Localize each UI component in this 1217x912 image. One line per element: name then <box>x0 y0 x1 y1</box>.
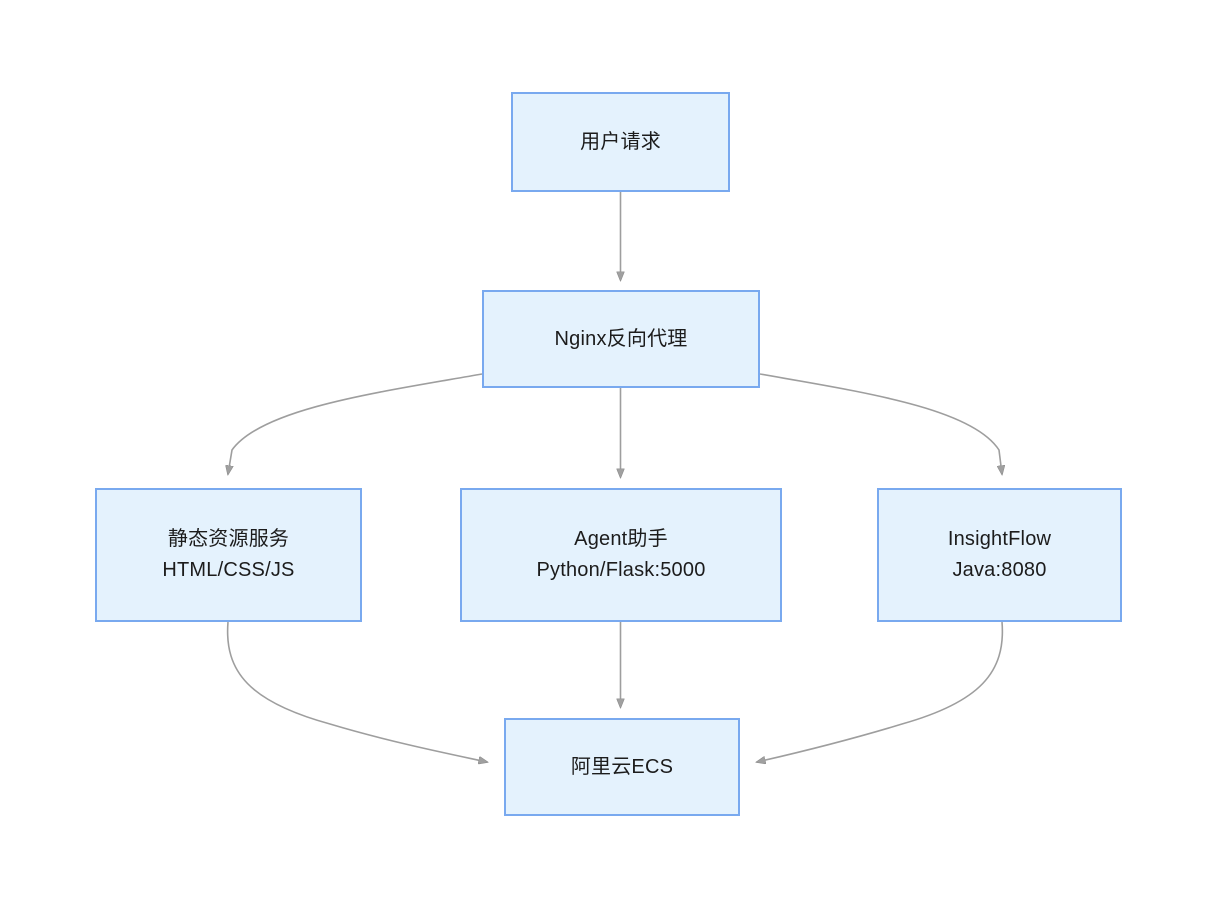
node-static-label: 静态资源服务 <box>167 528 290 550</box>
edge-nginx-to-insightflow <box>759 373 1002 474</box>
node-insightflow[interactable]: InsightFlow Java:8080 <box>877 488 1122 622</box>
edge-nginx-to-static <box>228 373 483 474</box>
node-nginx-label: Nginx反向代理 <box>554 327 688 350</box>
node-static-resource-service[interactable]: 静态资源服务 HTML/CSS/JS <box>95 488 362 622</box>
node-static-sublabel: HTML/CSS/JS <box>162 559 295 581</box>
edge-static-to-ecs <box>226 621 487 762</box>
node-insightflow-label: InsightFlow <box>947 528 1052 550</box>
node-agent-sublabel: Python/Flask:5000 <box>536 559 706 581</box>
node-insightflow-sublabel: Java:8080 <box>952 559 1047 581</box>
node-agent-label: Agent助手 <box>574 528 668 550</box>
node-user-request-label: 用户请求 <box>580 130 661 153</box>
node-ecs-label: 阿里云ECS <box>570 755 674 778</box>
node-aliyun-ecs[interactable]: 阿里云ECS <box>504 718 740 816</box>
edge-insightflow-to-ecs <box>757 621 1004 762</box>
node-agent-assistant[interactable]: Agent助手 Python/Flask:5000 <box>460 488 782 622</box>
node-nginx[interactable]: Nginx反向代理 <box>482 290 760 388</box>
node-user-request[interactable]: 用户请求 <box>511 92 730 192</box>
